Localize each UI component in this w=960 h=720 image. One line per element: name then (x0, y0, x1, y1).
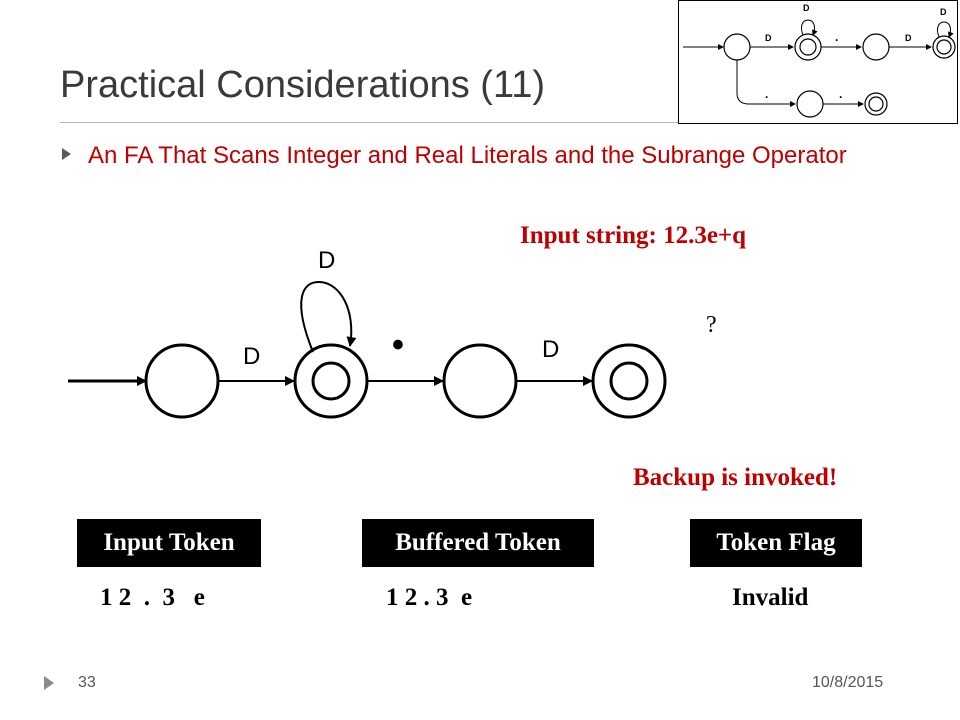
thumb-edge4-label: . (765, 87, 768, 101)
header-token-flag: Token Flag (690, 519, 862, 567)
thumbnail-diagram: D D D . D . . (678, 0, 958, 124)
thumbnail-svg: D D D . D . . (683, 3, 956, 118)
value-token-flag: Invalid (732, 584, 809, 611)
thumb-state-3 (932, 35, 956, 59)
header-buffered-token: Buffered Token (362, 519, 594, 567)
thumb-edge1-label: D (765, 33, 772, 43)
backup-message: Backup is invoked! (633, 464, 838, 491)
slide-date: 10/8/2015 (812, 674, 884, 691)
edge3-label: D (542, 336, 559, 363)
value-buffered-token: 1 2 . 3 e (386, 584, 473, 611)
state-start (144, 343, 220, 419)
loop-digit (300, 280, 357, 353)
thumb-loop1-label: D (803, 3, 810, 13)
thumb-edge3-label: D (905, 33, 912, 43)
thumb-edge5-label: . (839, 87, 842, 101)
slide-number: 33 (78, 674, 96, 691)
slide-title: Practical Considerations (11) (60, 64, 546, 106)
question-mark: ? (706, 312, 717, 338)
bullet-arrow-icon (62, 148, 71, 160)
thumb-loop2-label: D (940, 7, 947, 17)
edge2-label: • (392, 326, 404, 364)
state-dot (442, 343, 518, 419)
input-string-label: Input string: 12.3e+q (520, 222, 747, 249)
thumb-edge2-label: . (835, 30, 838, 44)
footer-arrow-icon (44, 676, 54, 690)
header-input-token: Input Token (77, 519, 261, 567)
state-real (591, 343, 667, 419)
loop-label: D (318, 247, 335, 274)
value-input-token: 1 2 . 3 e (100, 584, 205, 611)
thumb-state-5 (864, 92, 888, 116)
state-integer (293, 343, 369, 419)
title-divider (60, 122, 680, 123)
bullet-text: An FA That Scans Integer and Real Litera… (88, 142, 847, 169)
edge1-label: D (243, 343, 260, 370)
